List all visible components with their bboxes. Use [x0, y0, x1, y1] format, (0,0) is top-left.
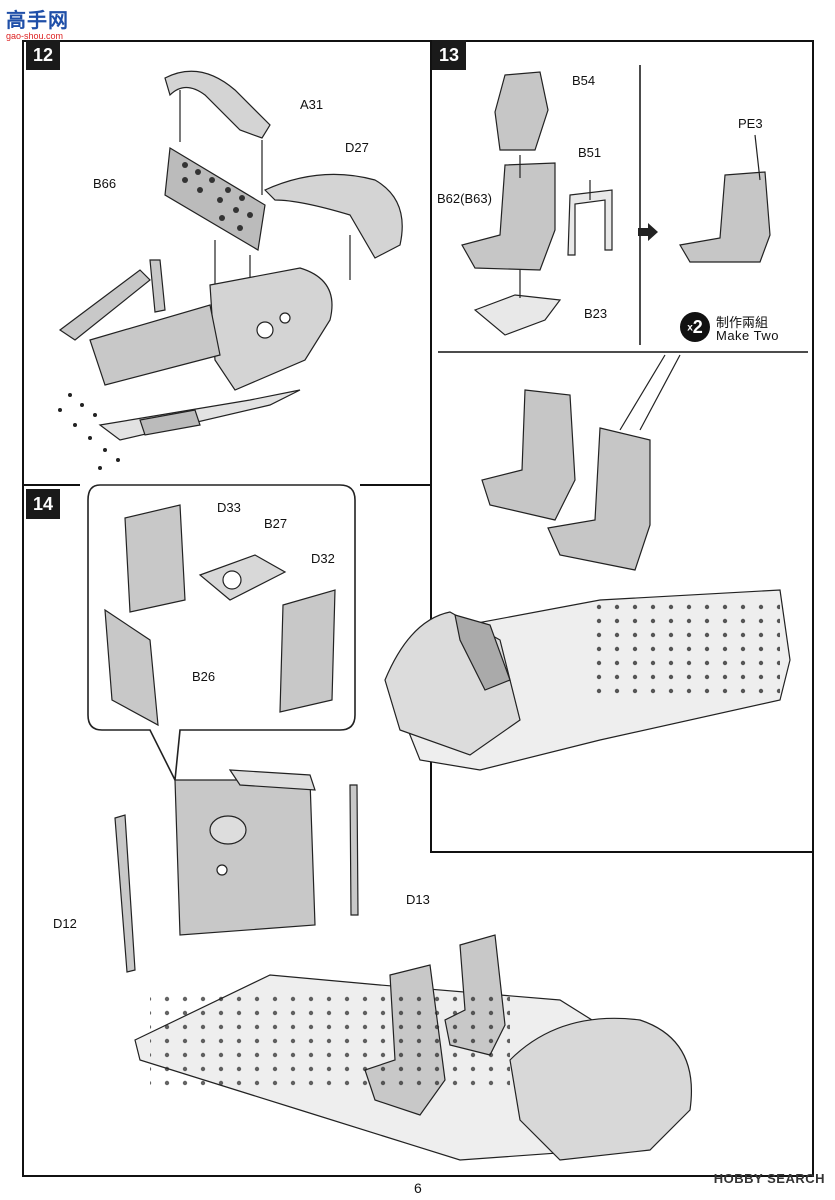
make-two-badge-num: 2 [692, 317, 703, 337]
part-label-b26: B26 [192, 669, 216, 684]
make-two-badge-x: x [687, 322, 693, 334]
step13-frame [430, 40, 814, 853]
part-label-b66: B66 [93, 176, 117, 191]
part-label-b23: B23 [584, 306, 608, 321]
step12-number: 12 [26, 40, 60, 70]
logo-site: gao-shou.com [6, 31, 64, 41]
make-two-badge: x2 [680, 312, 710, 342]
step13-number: 13 [432, 40, 466, 70]
make-two-text-en: Make Two [716, 328, 780, 343]
make-two-text-zh: 制作兩組 [716, 315, 769, 330]
part-label-d27: D27 [345, 140, 369, 155]
step12-drawing [58, 70, 403, 441]
part-label-a31: A31 [300, 97, 324, 112]
part-label-d13: D13 [406, 892, 430, 907]
part-label-pe3: PE3 [738, 116, 763, 131]
part-label-b62: B62(B63) [437, 191, 492, 206]
part-label-d32: D32 [311, 551, 335, 566]
step14-number: 14 [26, 489, 60, 519]
step12-frame [22, 40, 430, 485]
step14-frame [22, 485, 814, 1177]
part-label-b51: B51 [578, 145, 602, 160]
site-logo: 高手网 gao-shou.com [6, 4, 76, 41]
logo-chars: 高手网 [6, 10, 69, 32]
part-label-b54: B54 [572, 73, 596, 88]
part-label-d33: D33 [217, 500, 241, 515]
hobby-search-watermark: HOBBY SEARCH [713, 1171, 825, 1186]
part-label-d12: D12 [53, 916, 77, 931]
part-label-b27: B27 [264, 516, 288, 531]
page-number: 6 [414, 1180, 422, 1196]
